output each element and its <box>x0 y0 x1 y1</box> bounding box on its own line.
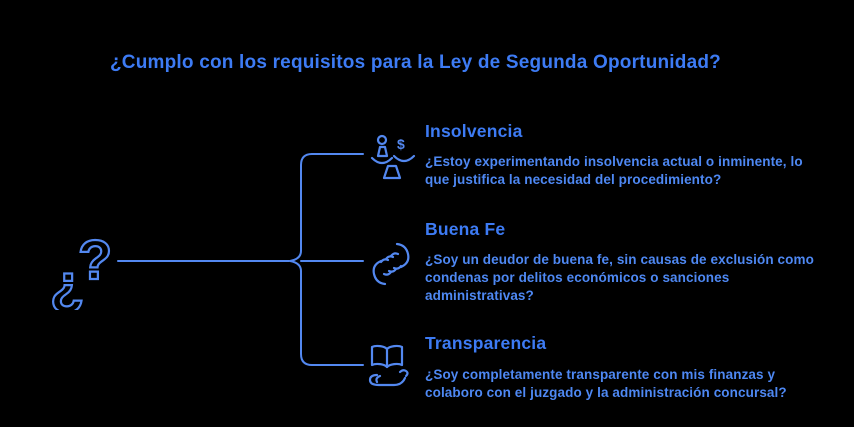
svg-text:?: ? <box>78 228 112 291</box>
branch-description-buena-fe: ¿Soy un deudor de buena fe, sin causas d… <box>425 252 814 303</box>
handshake-icon <box>372 242 410 286</box>
svg-text:¿: ¿ <box>50 252 84 310</box>
open-book-on-hand-icon <box>368 344 409 387</box>
branch-heading-buena-fe: Buena Fe <box>425 219 506 239</box>
balance-scale-person-money-icon: $ <box>370 134 416 180</box>
branch-heading-insolvencia: Insolvencia <box>425 121 523 141</box>
branch-heading-transparencia: Transparencia <box>425 333 547 353</box>
page-title: ¿Cumplo con los requisitos para la Ley d… <box>110 52 721 73</box>
branch-description-insolvencia: ¿Estoy experimentando insolvencia actual… <box>425 154 803 187</box>
svg-text:$: $ <box>397 136 405 152</box>
branch-description-transparencia: ¿Soy completamente transparente con mis … <box>425 367 787 400</box>
double-question-mark-icon: ¿ ? <box>50 227 113 310</box>
